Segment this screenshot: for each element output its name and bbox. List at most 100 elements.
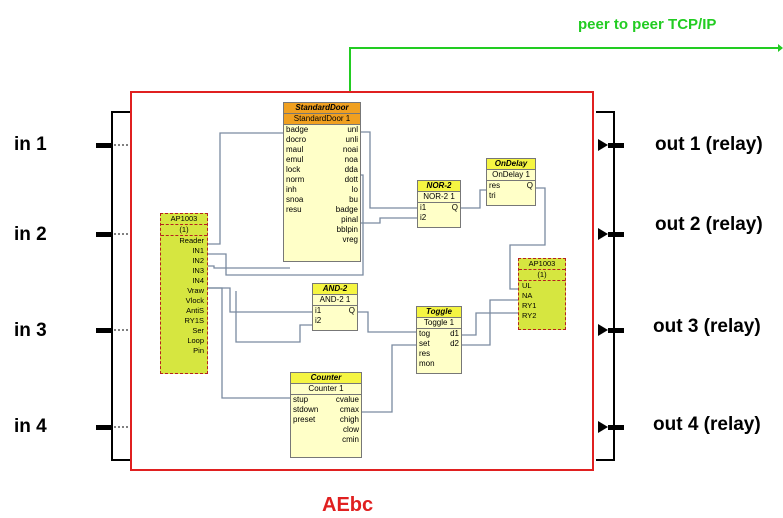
nor2-instance: NOR-2 1	[418, 192, 460, 203]
and2-type: AND-2	[313, 284, 357, 295]
and2-in[interactable]: i1	[315, 306, 322, 315]
output-terminals	[598, 139, 624, 433]
ap-out-num: (1)	[519, 270, 565, 281]
standard-door-instance: StandardDoor 1	[284, 114, 360, 125]
sd-out[interactable]: vreg	[342, 235, 358, 244]
toggle-out[interactable]: d2	[450, 339, 459, 348]
toggle-block[interactable]: Toggle Toggle 1 tog d1 set d2 res mon	[416, 306, 462, 374]
nor2-type: NOR-2	[418, 181, 460, 192]
toggle-in[interactable]: res	[419, 349, 431, 358]
counter-out[interactable]: cmax	[339, 405, 359, 414]
ap-out-pin[interactable]: NA	[522, 291, 533, 300]
left-bracket	[111, 111, 130, 461]
nor2-in[interactable]: i1	[420, 203, 427, 212]
toggle-type: Toggle	[417, 307, 461, 318]
toggle-out[interactable]: d1	[450, 329, 459, 338]
ap-in-num: (1)	[161, 225, 207, 236]
standard-door-type: StandardDoor	[284, 103, 360, 114]
ondelay-type: OnDelay	[487, 159, 535, 170]
sd-in[interactable]: norm	[286, 175, 305, 184]
controller-box	[130, 91, 594, 471]
sd-out[interactable]: unli	[345, 135, 358, 144]
ondelay-in[interactable]: tri	[489, 191, 496, 200]
network-link	[349, 47, 778, 92]
sd-in[interactable]: badge	[286, 125, 309, 134]
ap-out-title: AP1003	[519, 259, 565, 270]
and2-instance: AND-2 1	[313, 295, 357, 306]
nor2-block[interactable]: NOR-2 NOR-2 1 i1 Q i2	[417, 180, 461, 228]
ap-in-pin[interactable]: Reader	[179, 236, 204, 245]
sd-out[interactable]: pinal	[341, 215, 358, 224]
sd-out[interactable]: bblpin	[336, 225, 358, 234]
ap-out-pin[interactable]: RY1	[522, 301, 537, 310]
ap-in-pin[interactable]: Ser	[192, 326, 204, 335]
toggle-in[interactable]: set	[419, 339, 430, 348]
and2-out[interactable]: Q	[348, 306, 355, 315]
ap-in-pin[interactable]: AntiS	[186, 306, 204, 315]
counter-in[interactable]: preset	[293, 415, 316, 424]
sd-out[interactable]: noa	[344, 155, 358, 164]
nor2-out[interactable]: Q	[451, 203, 458, 212]
output-label-3: out 3 (relay)	[653, 316, 761, 337]
controller-name: AEbc	[322, 494, 374, 516]
and2-block[interactable]: AND-2 AND-2 1 i1 Q i2	[312, 283, 358, 331]
sd-out[interactable]: dott	[344, 175, 358, 184]
sd-out[interactable]: lo	[351, 185, 358, 194]
ap1003-output-block[interactable]: AP1003 (1) UL NA RY1 RY2	[518, 258, 566, 330]
right-bracket	[596, 111, 615, 461]
input-label-4: in 4	[14, 416, 47, 437]
toggle-in[interactable]: tog	[419, 329, 431, 338]
counter-out[interactable]: chigh	[339, 415, 359, 424]
ap-in-pin[interactable]: Vraw	[187, 286, 204, 295]
ap-in-pin[interactable]: Pin	[193, 346, 204, 355]
network-label: peer to peer TCP/IP	[578, 16, 717, 33]
counter-instance: Counter 1	[291, 384, 361, 395]
ap-in-title: AP1003	[161, 214, 207, 225]
ap-in-pin[interactable]: IN3	[192, 266, 204, 275]
ap-out-pin[interactable]: UL	[522, 281, 532, 290]
counter-out[interactable]: cvalue	[335, 395, 359, 404]
toggle-in[interactable]: mon	[419, 359, 435, 368]
nor2-in[interactable]: i2	[420, 213, 427, 222]
input-label-2: in 2	[14, 224, 47, 245]
toggle-instance: Toggle 1	[417, 318, 461, 329]
sd-in[interactable]: snoa	[286, 195, 304, 204]
sd-out[interactable]: bu	[349, 195, 358, 204]
ap1003-input-block[interactable]: AP1003 (1) Reader IN1 IN2 IN3 IN4 Vraw V…	[160, 213, 208, 374]
sd-out[interactable]: noai	[342, 145, 358, 154]
output-label-4: out 4 (relay)	[653, 414, 761, 435]
counter-in[interactable]: stdown	[293, 405, 319, 414]
ondelay-out[interactable]: Q	[526, 181, 533, 190]
ap-in-pin[interactable]: RY1S	[184, 316, 204, 325]
sd-in[interactable]: maul	[286, 145, 304, 154]
ap-in-pin[interactable]: IN4	[192, 276, 204, 285]
sd-in[interactable]: inh	[286, 185, 297, 194]
output-label-1: out 1 (relay)	[655, 134, 763, 155]
standard-door-block[interactable]: StandardDoor StandardDoor 1 badge unl doc…	[283, 102, 361, 262]
ap-out-pin[interactable]: RY2	[522, 311, 537, 320]
sd-out[interactable]: badge	[335, 205, 358, 214]
counter-out[interactable]: clow	[342, 425, 359, 434]
counter-type: Counter	[291, 373, 361, 384]
ondelay-in[interactable]: res	[489, 181, 501, 190]
sd-in[interactable]: lock	[286, 165, 301, 174]
ap-in-pin[interactable]: IN1	[192, 246, 204, 255]
sd-in[interactable]: resu	[286, 205, 302, 214]
ap-in-pin[interactable]: Loop	[187, 336, 204, 345]
network-arrow	[778, 44, 783, 52]
input-terminals	[96, 143, 130, 430]
sd-out[interactable]: unl	[347, 125, 358, 134]
sd-out[interactable]: dda	[344, 165, 358, 174]
ondelay-instance: OnDelay 1	[487, 170, 535, 181]
and2-in[interactable]: i2	[315, 316, 322, 325]
sd-in[interactable]: emul	[286, 155, 304, 164]
counter-out[interactable]: cmin	[342, 435, 359, 444]
sd-in[interactable]: docro	[286, 135, 307, 144]
ap-in-pin[interactable]: Vlock	[185, 296, 204, 305]
counter-in[interactable]: stup	[293, 395, 309, 404]
ondelay-block[interactable]: OnDelay OnDelay 1 res Q tri	[486, 158, 536, 206]
output-label-2: out 2 (relay)	[655, 214, 763, 235]
ap-in-pin[interactable]: IN2	[192, 256, 204, 265]
